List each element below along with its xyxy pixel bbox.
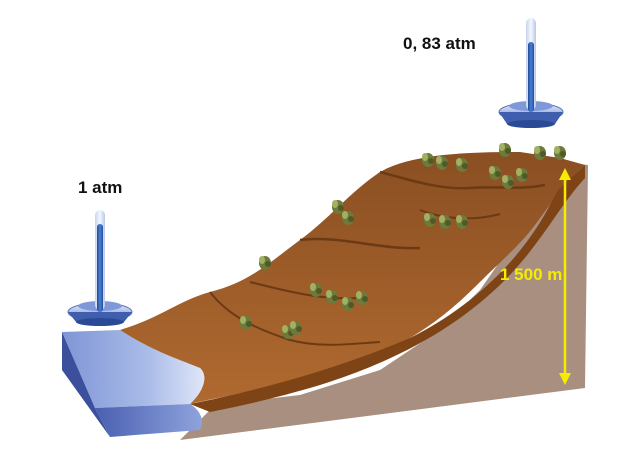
shrub-icon [436,156,448,170]
terrace-ridge [209,291,381,346]
shrub-icon [456,158,468,172]
water-front [95,404,202,437]
shrub-icon [342,297,354,311]
altitude-label: 1 500 m [500,265,563,284]
shrub-icon [439,215,451,229]
barometer-icon [498,18,564,128]
shrub-icon [332,200,344,214]
shrub-icon [499,143,511,157]
shrub-icon [259,256,271,270]
shrub-icon [554,146,566,160]
shrub-icon [422,153,434,167]
shrub-icon [534,146,546,160]
shrub-icon [342,211,354,225]
shrub-icon [356,291,368,305]
pressure-label-sea-level: 1 atm [78,178,123,197]
shrub-icon [516,168,528,182]
barometer-icon [67,210,133,326]
shrub-icon [290,321,302,335]
shrub-icon [310,283,322,297]
terrace-ridge [299,237,421,250]
water-top [62,330,205,408]
shrub-icon [240,316,252,330]
shrub-icon [489,166,501,180]
soil-slope [120,152,585,404]
shrub-icon [424,213,436,227]
terrace-ridge [379,170,546,190]
rock-cross-section [180,162,588,440]
pressure-label-summit: 0, 83 atm [403,34,476,53]
shrub-icon [502,175,514,189]
shrub-icon [456,215,468,229]
altitude-arrow-icon [559,168,571,385]
shrub-icon [326,290,338,304]
